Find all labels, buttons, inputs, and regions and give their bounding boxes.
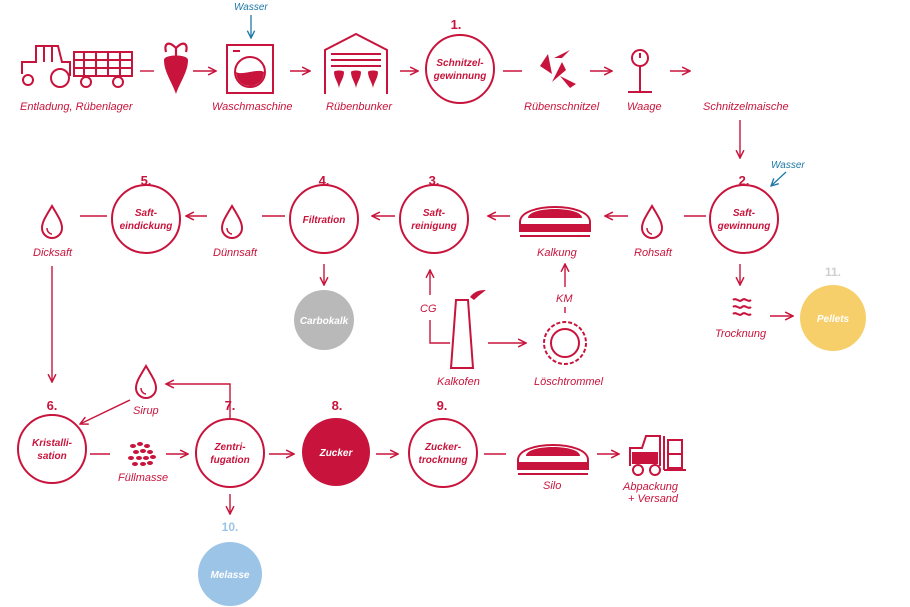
drop-icon-dicksaft: [40, 204, 64, 240]
step-9-number: 9.: [437, 398, 448, 413]
drop-icon-rohsaft: [640, 204, 664, 240]
step-4-circle: [289, 184, 359, 254]
step-5-line2: eindickung: [120, 221, 173, 232]
step-6-line2: sation: [37, 451, 66, 462]
step-1-number: 1.: [451, 17, 462, 32]
beet-chips-icon: [540, 50, 576, 88]
label-fuellmasse: Füllmasse: [118, 472, 168, 484]
label-pellets: Pellets: [817, 314, 850, 325]
step-7-number: 7.: [225, 398, 236, 413]
label-waage: Waage: [627, 101, 662, 113]
label-dicksaft: Dicksaft: [33, 247, 73, 259]
step-9-circle: [408, 418, 478, 488]
step-4-number: 4.: [319, 173, 330, 188]
label-abpackung-2: + Versand: [628, 493, 679, 505]
step-3-circle: [399, 184, 469, 254]
arrow-sirup-to-6: [80, 399, 131, 424]
slaking-drum-icon: [543, 321, 587, 365]
label-silo: Silo: [543, 480, 561, 492]
step-6-number: 6.: [47, 398, 58, 413]
label-sirup: Sirup: [133, 405, 159, 417]
dome-icon-kalkung: [519, 206, 591, 237]
label-kalkofen: Kalkofen: [437, 376, 480, 388]
step-5-line1: Saft-: [135, 208, 158, 219]
massecuite-icon: [128, 442, 156, 466]
label-carbokalk: Carbokalk: [300, 316, 349, 327]
label-waschmaschine: Waschmaschine: [212, 101, 293, 113]
step-7-line2: fugation: [210, 455, 249, 466]
step-6-circle: [17, 414, 87, 484]
step-2-number: 2.: [739, 173, 750, 188]
label-kalkung: Kalkung: [537, 247, 578, 259]
step-3-line2: reinigung: [411, 221, 457, 232]
melasse-circle: [198, 542, 262, 606]
step-2-line2: gewinnung: [717, 221, 771, 232]
label-melasse: Melasse: [211, 570, 250, 581]
label-cg: CG: [420, 303, 437, 315]
arrow-sirup-return: [166, 384, 231, 418]
arrow-wasser-right: [771, 171, 787, 186]
label-wasser-top: Wasser: [234, 2, 268, 13]
step-1-circle: [425, 34, 495, 104]
connector-cg: [429, 320, 450, 344]
step-9-line2: trocknung: [419, 455, 468, 466]
step-6-line1: Kristalli-: [32, 438, 73, 449]
step-1-line1: Schnitzel-: [436, 58, 484, 69]
step-9-line1: Zucker-: [424, 442, 462, 453]
step-2-circle: [709, 184, 779, 254]
step-10-number: 10.: [222, 520, 239, 534]
pellets-circle: [800, 285, 866, 351]
label-km: KM: [556, 293, 573, 305]
step-8-circle: [302, 418, 370, 486]
step-8-number: 8.: [332, 398, 343, 413]
label-wasser-right: Wasser: [771, 160, 805, 171]
forklift-icon: [629, 435, 686, 476]
step-5-circle: [111, 184, 181, 254]
label-abpackung-1: Abpackung: [622, 481, 679, 493]
carbokalk-circle: [294, 290, 354, 350]
drying-icon: [732, 298, 752, 316]
scale-icon: [628, 49, 652, 93]
tractor-icon: [21, 45, 133, 88]
washing-machine-icon: [226, 44, 274, 94]
lime-kiln-icon: [449, 290, 486, 369]
step-7-circle: [195, 418, 265, 488]
step-5-number: 5.: [141, 173, 152, 188]
drop-icon-sirup: [134, 364, 158, 400]
label-entladung: Entladung, Rübenlager: [20, 101, 134, 113]
step-3-line1: Saft-: [423, 208, 446, 219]
label-rohsaft: Rohsaft: [634, 247, 673, 259]
step-4-line1: Filtration: [303, 215, 346, 226]
step-7-line1: Zentri-: [213, 442, 246, 453]
beet-icon: [164, 42, 188, 94]
barn-icon: [324, 32, 388, 94]
label-trocknung: Trocknung: [715, 328, 767, 340]
step-3-number: 3.: [429, 173, 440, 188]
label-ruebenschnitzel: Rübenschnitzel: [524, 101, 600, 113]
label-schnitzelmaische: Schnitzelmaische: [703, 101, 789, 113]
label-duennsaft: Dünnsaft: [213, 247, 258, 259]
dome-icon-silo: [517, 444, 589, 475]
label-loeschtrommel: Löschtrommel: [534, 376, 604, 388]
label-ruebenbunker: Rübenbunker: [326, 101, 393, 113]
label-zucker: Zucker: [319, 448, 354, 459]
drop-icon-duennsaft: [220, 204, 244, 240]
step-1-line2: gewinnung: [433, 71, 487, 82]
step-2-line1: Saft-: [733, 208, 756, 219]
step-11-number: 11.: [825, 265, 841, 279]
